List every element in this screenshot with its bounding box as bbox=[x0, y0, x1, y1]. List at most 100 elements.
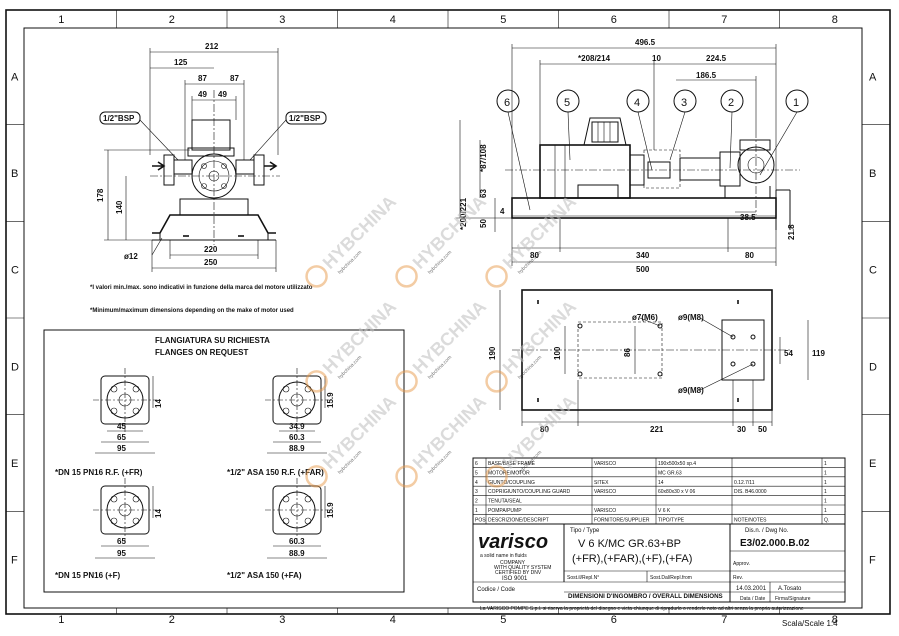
watermark-brand-9: HYBCHINA bbox=[499, 392, 580, 473]
flange-3-dim-1: 65 bbox=[117, 537, 126, 546]
flange-1-thickness: 14 bbox=[154, 399, 163, 408]
flange-2-thickness: 15.9 bbox=[326, 392, 335, 408]
flange-3-dim-2: 95 bbox=[117, 549, 126, 558]
bom-row-4-q: 1 bbox=[824, 480, 827, 486]
grid-col-bottom-4: 4 bbox=[390, 614, 396, 626]
grid-row-C: C bbox=[11, 265, 19, 277]
dim-80-plan: 80 bbox=[540, 425, 549, 434]
dim-54: 54 bbox=[784, 349, 793, 358]
approv-label: Approv. bbox=[733, 561, 750, 567]
grid-col-2: 2 bbox=[169, 14, 175, 26]
balloon-label-3: 3 bbox=[681, 97, 687, 109]
bom-row-4-notes: 0.12.7/11 bbox=[734, 480, 755, 486]
bom-row-2-pos: 2 bbox=[475, 499, 478, 505]
bom-header-type: TIPO/TYPE bbox=[658, 517, 685, 523]
bom-header-pos: POS bbox=[475, 517, 486, 523]
dim-224-5: 224.5 bbox=[706, 54, 727, 63]
dim-50-plan: 50 bbox=[758, 425, 767, 434]
flange-2-dim-1: 34.9 bbox=[289, 422, 305, 431]
bom-row-1-supplier: VARISCO bbox=[594, 508, 616, 514]
bom-header-notes: NOTE/NOTES bbox=[734, 517, 767, 523]
grid-row-E: E bbox=[11, 458, 18, 470]
type-line-1: V 6 K/MC GR.63+BP bbox=[578, 538, 681, 550]
grid-col-6: 6 bbox=[611, 14, 617, 26]
bom-row-6-pos: 6 bbox=[475, 461, 478, 467]
bom-row-6-q: 1 bbox=[824, 461, 827, 467]
grid-row-A: A bbox=[11, 71, 19, 83]
watermark-brand-4: HYBCHINA bbox=[319, 297, 400, 378]
front-view: 496.5 *208/214 10 224.5 186.5 *200/221 *… bbox=[456, 38, 809, 274]
bom-row-3-supplier: VARISCO bbox=[594, 489, 616, 495]
dim-30: 30 bbox=[737, 425, 746, 434]
bom-row-3-type: 60x80x30 x V 06 bbox=[658, 489, 695, 495]
grid-row-right-E: E bbox=[869, 458, 876, 470]
replaced-from-label: Sost.Dal/Repl.from bbox=[650, 575, 692, 581]
balloon-3 bbox=[673, 89, 697, 113]
grid-col-bottom-3: 3 bbox=[279, 614, 285, 626]
balloon-1 bbox=[785, 89, 809, 113]
balloon-2 bbox=[720, 89, 744, 113]
dim-496-5: 496.5 bbox=[635, 38, 656, 47]
dwg-label: Dis.n. / Dwg No. bbox=[745, 528, 789, 534]
dim-38-5: 38.5 bbox=[740, 213, 756, 222]
grid-col-bottom-6: 6 bbox=[611, 614, 617, 626]
bom-row-1-type: V 6 K bbox=[658, 508, 671, 514]
dim-186-5: 186.5 bbox=[696, 71, 717, 80]
flange-3-thickness: 14 bbox=[154, 509, 163, 518]
dim-49-right: 49 bbox=[218, 90, 227, 99]
dim-190: 190 bbox=[488, 346, 497, 360]
cert-line-1: COMPANY bbox=[500, 560, 526, 566]
dim-178: 178 bbox=[96, 188, 105, 202]
grid-row-right-D: D bbox=[869, 361, 877, 373]
grid-row-right-B: B bbox=[869, 168, 876, 180]
author-value: A.Tosato bbox=[778, 586, 802, 592]
balloon-label-2: 2 bbox=[728, 97, 734, 109]
bom-row-2-q: 1 bbox=[824, 499, 827, 505]
grid-col-bottom-1: 1 bbox=[58, 614, 64, 626]
flange-2: 15.934.960.388.9*1/2" ASA 150 R.F. (+FAR… bbox=[227, 368, 335, 477]
bom-row-1-q: 1 bbox=[824, 508, 827, 514]
watermark-brand-2: HYBCHINA bbox=[409, 192, 490, 273]
flange-4-thickness: 15.9 bbox=[326, 502, 335, 518]
dim-49-left: 49 bbox=[198, 90, 207, 99]
bom-row-3-desc: COPRIGIUNTO/COUPLING GUARD bbox=[488, 489, 571, 495]
brand-tagline: a solid name in fluids bbox=[480, 553, 527, 559]
dim-119: 119 bbox=[812, 349, 825, 358]
code-label: Codice / Code bbox=[477, 587, 516, 593]
watermark-brand-8: HYBCHINA bbox=[409, 392, 490, 473]
title-block: varisco a solid name in fluids COMPANY W… bbox=[472, 523, 846, 612]
watermark-brand-3: HYBCHINA bbox=[499, 192, 580, 273]
dim-221: 221 bbox=[650, 425, 664, 434]
flange-2-dim-3: 88.9 bbox=[289, 444, 305, 453]
bom-row-1-desc: POMPA/PUMP bbox=[488, 508, 522, 514]
plan-view: ø7(M6) ø9(M8) ø9(M8) 190 100 86 54 119 8… bbox=[488, 289, 825, 434]
dim-4: 4 bbox=[500, 207, 505, 216]
dim-340: 340 bbox=[636, 251, 650, 260]
bom-row-4-desc: GIUNTO/COUPLING bbox=[488, 480, 535, 486]
bom-row-4-type: 14 bbox=[658, 480, 664, 486]
signature-label: Firma/Signature bbox=[775, 596, 811, 602]
balloon-label-5: 5 bbox=[564, 97, 570, 109]
cert-line-3: CERTIFIED BY DNV bbox=[495, 570, 542, 576]
hole-d9-m8-top: ø9(M8) bbox=[678, 313, 704, 322]
bom-row-6-desc: BASE/BASE FRAME bbox=[488, 461, 536, 467]
rev-label: Rev. bbox=[733, 575, 743, 581]
dim-87-108: *87/108 bbox=[479, 144, 488, 172]
bom-row-3-q: 1 bbox=[824, 489, 827, 495]
bom-row-6-type: 190x500x50 sp.4 bbox=[658, 461, 696, 467]
grid-row-D: D bbox=[11, 361, 19, 373]
flange-1-dim-1: 45 bbox=[117, 422, 126, 431]
bom-row-4-pos: 4 bbox=[475, 480, 478, 486]
